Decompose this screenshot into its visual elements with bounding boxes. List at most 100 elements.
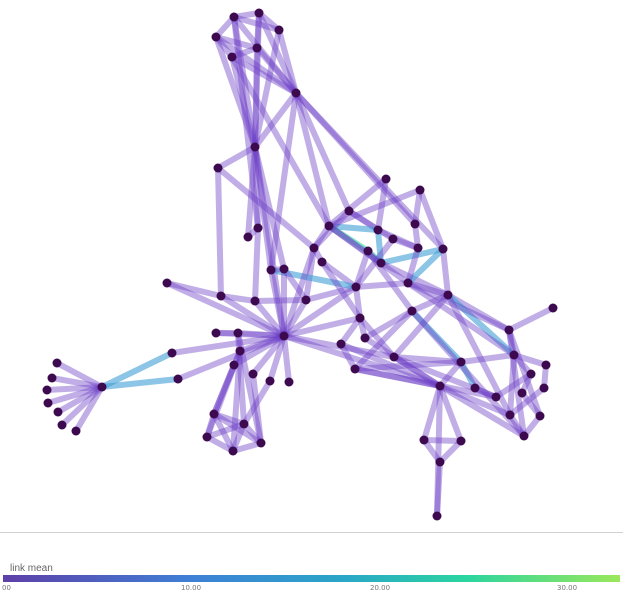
graph-node[interactable]: [53, 407, 63, 417]
graph-edge: [434, 459, 443, 519]
graph-node[interactable]: [202, 432, 212, 442]
graph-node[interactable]: [309, 243, 319, 253]
graph-node[interactable]: [235, 346, 245, 356]
graph-edge: [493, 371, 534, 400]
graph-node[interactable]: [504, 325, 514, 335]
graph-node[interactable]: [407, 306, 417, 316]
graph-node[interactable]: [211, 32, 221, 42]
graph-node[interactable]: [355, 313, 365, 323]
graph-node[interactable]: [363, 246, 373, 256]
graph-node[interactable]: [284, 377, 294, 387]
graph-node[interactable]: [256, 438, 266, 448]
graph-node[interactable]: [351, 282, 361, 292]
graph-node[interactable]: [250, 142, 260, 152]
graph-node[interactable]: [548, 303, 558, 313]
graph-edge: [230, 440, 264, 454]
graph-node[interactable]: [324, 221, 334, 231]
graph-node[interactable]: [376, 258, 386, 268]
graph-node[interactable]: [248, 369, 258, 379]
graph-node[interactable]: [419, 435, 429, 445]
graph-node[interactable]: [167, 348, 177, 358]
graph-node[interactable]: [71, 426, 81, 436]
graph-node[interactable]: [517, 388, 527, 398]
graph-node[interactable]: [52, 358, 62, 368]
graph-node[interactable]: [541, 360, 551, 370]
graph-node[interactable]: [252, 43, 262, 53]
graph-node[interactable]: [456, 357, 466, 367]
graph-node[interactable]: [336, 339, 346, 349]
graph-edge: [250, 333, 287, 377]
graph-edge: [252, 297, 309, 304]
graph-node[interactable]: [413, 243, 423, 253]
graph-edge: [231, 14, 299, 96]
graph-node[interactable]: [373, 225, 383, 235]
graph-node[interactable]: [47, 373, 57, 383]
graph-node[interactable]: [43, 398, 53, 408]
graph-node[interactable]: [229, 360, 239, 370]
graph-node[interactable]: [233, 328, 243, 338]
graph-node[interactable]: [350, 364, 360, 374]
graph-node[interactable]: [526, 369, 536, 379]
graph-node[interactable]: [301, 295, 311, 305]
graph-edge: [421, 437, 464, 444]
graph-node[interactable]: [279, 264, 289, 274]
graph-node[interactable]: [435, 457, 445, 467]
graph-node[interactable]: [243, 232, 253, 242]
network-graph[interactable]: [0, 0, 623, 532]
graph-node[interactable]: [274, 25, 284, 35]
legend-tick-10: 10.00: [181, 584, 202, 592]
graph-node[interactable]: [162, 278, 172, 288]
graph-node[interactable]: [253, 223, 263, 233]
graph-node[interactable]: [317, 257, 327, 267]
graph-node[interactable]: [403, 278, 413, 288]
graph-node[interactable]: [509, 350, 519, 360]
graph-node[interactable]: [443, 290, 453, 300]
graph-node[interactable]: [216, 291, 226, 301]
graph-node[interactable]: [381, 174, 391, 184]
graph-node[interactable]: [410, 219, 420, 229]
graph-edge: [375, 227, 421, 251]
graph-node[interactable]: [432, 511, 442, 521]
graph-node[interactable]: [211, 328, 221, 338]
graph-edge: [169, 333, 287, 356]
graph-node[interactable]: [360, 333, 370, 343]
graph-node[interactable]: [209, 409, 219, 419]
graph-node[interactable]: [173, 374, 183, 384]
graph-edge: [45, 384, 105, 406]
graph-node[interactable]: [228, 446, 238, 456]
graph-node[interactable]: [291, 88, 301, 98]
graph-edge: [507, 385, 547, 418]
graph-node[interactable]: [438, 244, 448, 254]
graph-edge: [421, 437, 443, 465]
graph-node[interactable]: [213, 163, 223, 173]
graph-edge: [235, 330, 287, 339]
graph-node[interactable]: [227, 52, 237, 62]
graph-node[interactable]: [254, 8, 264, 18]
graph-node[interactable]: [389, 352, 399, 362]
graph-node[interactable]: [539, 383, 549, 393]
graph-node[interactable]: [266, 265, 276, 275]
graph-edge: [281, 315, 363, 339]
graph-node[interactable]: [505, 410, 515, 420]
graph-node[interactable]: [519, 431, 529, 441]
graph-node[interactable]: [265, 376, 275, 386]
graph-node[interactable]: [388, 234, 398, 244]
graph-node[interactable]: [456, 436, 466, 446]
graph-node[interactable]: [250, 296, 260, 306]
graph-node[interactable]: [97, 382, 107, 392]
graph-node[interactable]: [435, 381, 445, 391]
graph-node[interactable]: [229, 12, 239, 22]
graph-node[interactable]: [415, 185, 425, 195]
graph-node[interactable]: [279, 331, 289, 341]
graph-node[interactable]: [344, 206, 354, 216]
graph-node[interactable]: [57, 420, 67, 430]
graph-edge: [276, 27, 299, 96]
graph-node[interactable]: [42, 385, 52, 395]
graph-node[interactable]: [470, 383, 480, 393]
graph-node[interactable]: [535, 411, 545, 421]
graph-edge: [421, 383, 443, 443]
graph-node[interactable]: [239, 419, 249, 429]
graph-edge: [437, 383, 464, 444]
legend-tick-20: 20.00: [370, 584, 391, 592]
graph-node[interactable]: [491, 392, 501, 402]
